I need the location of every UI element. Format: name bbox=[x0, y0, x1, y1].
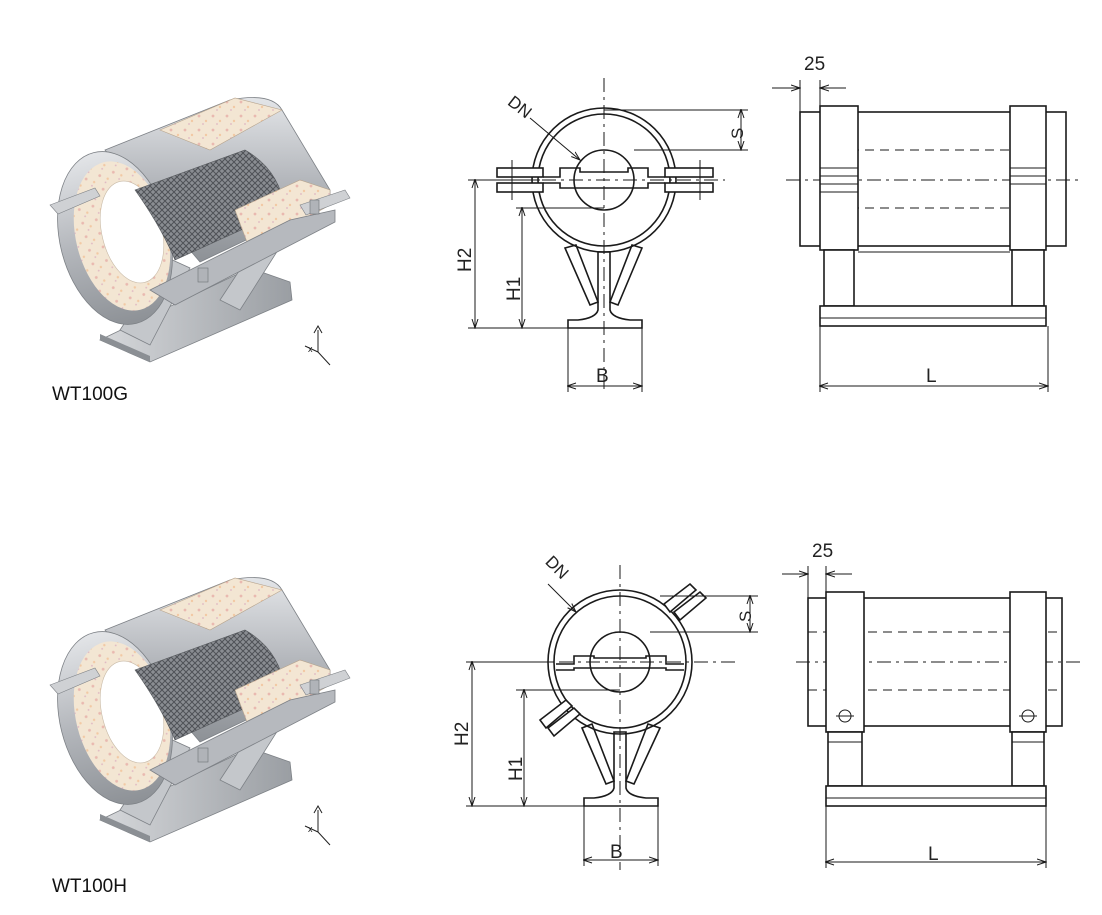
dim-dn-label: DN bbox=[504, 92, 535, 122]
dim-h1-label: H1 bbox=[506, 757, 527, 781]
dim-l-label: L bbox=[926, 366, 937, 387]
model-label-top: WT100G bbox=[52, 384, 129, 405]
model-label-bottom: WT100H bbox=[52, 876, 127, 897]
dim-gap-label: 25 bbox=[804, 54, 825, 75]
dim-h2-label: H2 bbox=[455, 248, 476, 272]
dim-dn-label: DN bbox=[542, 552, 573, 583]
front-view-bottom: DN S H2 H1 B bbox=[452, 552, 758, 870]
dim-gap-label: 25 bbox=[812, 541, 833, 562]
side-view-top: 25 L bbox=[772, 54, 1080, 392]
dim-b-label: B bbox=[610, 842, 623, 863]
dim-s-label: S bbox=[736, 611, 755, 622]
front-view-top: DN S H2 H1 B bbox=[455, 78, 748, 392]
dim-h2-label: H2 bbox=[452, 722, 473, 746]
model-top-group: DN S H2 H1 B bbox=[39, 54, 1080, 392]
axis-triad-icon bbox=[304, 325, 331, 366]
isometric-cutaway-bottom bbox=[39, 577, 351, 846]
dim-l-label: L bbox=[928, 844, 939, 865]
axis-triad-icon bbox=[304, 805, 331, 846]
model-bottom-group: DN S H2 H1 B bbox=[39, 541, 1080, 870]
dim-s-label: S bbox=[728, 128, 747, 139]
side-view-bottom: 25 L bbox=[782, 541, 1080, 868]
dim-b-label: B bbox=[596, 366, 609, 387]
dim-h1-label: H1 bbox=[504, 277, 525, 301]
isometric-cutaway-top bbox=[39, 97, 351, 366]
